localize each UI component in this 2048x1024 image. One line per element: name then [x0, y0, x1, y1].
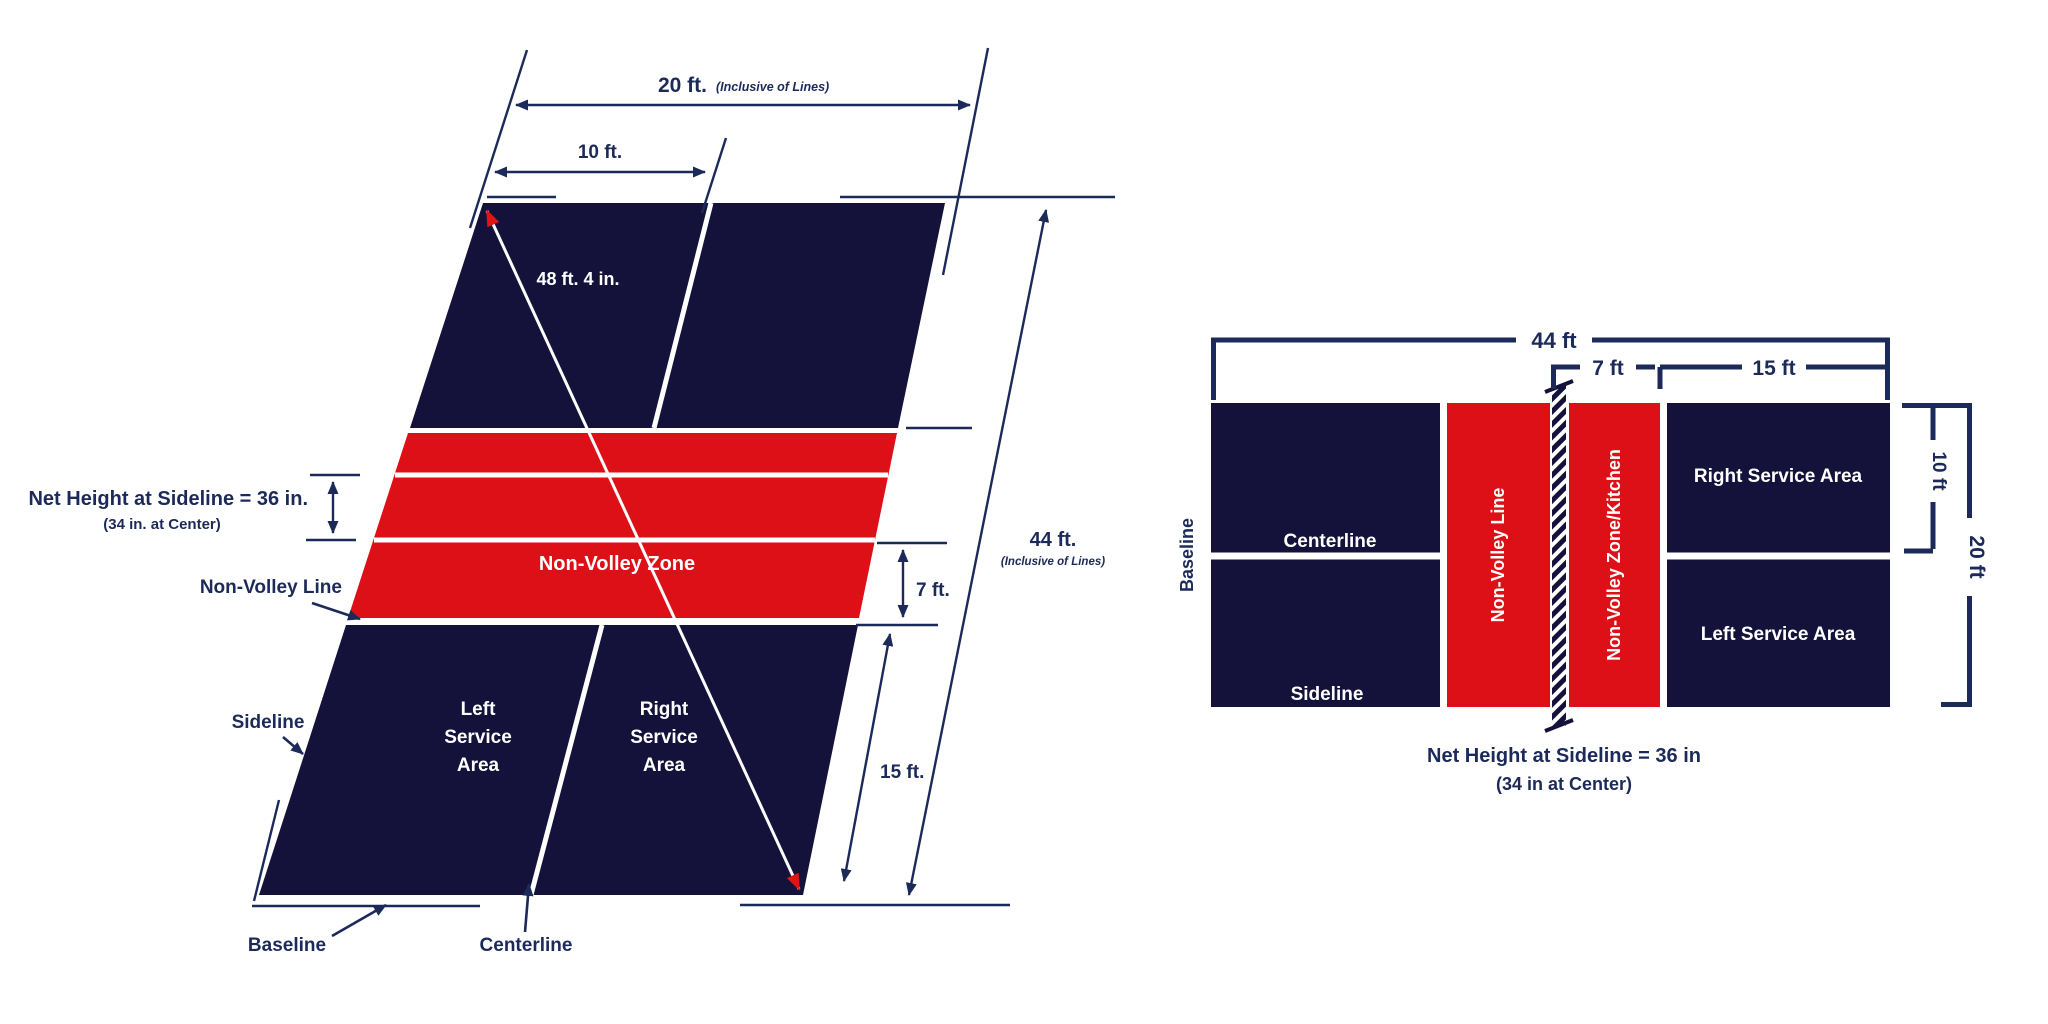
svg-text:Area: Area [643, 755, 686, 776]
net-bottom-cap [1544, 718, 1574, 733]
label-arrows [282, 601, 534, 938]
top-view-sideline-label: Sideline [1291, 684, 1364, 705]
diagonal-label: 48 ft. 4 in. [536, 269, 619, 289]
left-service-area-label: Left Service Area [444, 699, 512, 776]
top-view-nvz-right [1569, 403, 1660, 707]
top-view-brackets [1211, 337, 1972, 707]
dim-15ft-top-label: 15 ft [1752, 357, 1795, 380]
dim-7ft-top-label: 7 ft [1592, 357, 1624, 380]
top-view-nv-zone-label: Non-Volley Zone/Kitchen [1604, 449, 1624, 661]
baseline-label: Baseline [248, 935, 326, 956]
dim-20ft-note: (Inclusive of Lines) [716, 80, 829, 94]
top-view-baseline-label: Baseline [1177, 518, 1197, 592]
non-volley-zone-red [348, 433, 897, 618]
baseline-arrow [331, 903, 387, 938]
centerline-arrow [522, 883, 534, 933]
top-view-left-service-label: Left Service Area [1701, 624, 1856, 645]
net-height-label-1: Net Height at Sideline = 36 in. [28, 488, 308, 510]
dim-44ft-note: (Inclusive of Lines) [1001, 556, 1105, 568]
svg-text:Service: Service [444, 727, 512, 748]
non-volley-zone-label: Non-Volley Zone [539, 553, 695, 575]
top-view-centerline-label: Centerline [1284, 531, 1377, 552]
non-volley-line-label: Non-Volley Line [200, 577, 342, 598]
dim-20ft-side-label: 20 ft [1965, 535, 1988, 578]
dim-15ft-label: 15 ft. [880, 762, 924, 783]
dim-44ft-label: 44 ft. [1030, 529, 1077, 551]
centerline-label: Centerline [480, 935, 573, 956]
dim-44ft-top-label: 44 ft [1531, 328, 1577, 353]
dim-20ft-label: 20 ft. [658, 74, 707, 97]
svg-text:Right: Right [640, 699, 689, 720]
net-height-label-2: (34 in. at Center) [103, 516, 221, 533]
sideline-arrow [282, 736, 304, 755]
sideline-label: Sideline [232, 712, 305, 733]
net-top-cap [1544, 379, 1574, 394]
dimension-arrows [327, 99, 1050, 896]
dim-10ft-side-label: 10 ft [1928, 451, 1949, 491]
svg-text:Service: Service [630, 727, 698, 748]
top-view-right-service-label: Right Service Area [1694, 466, 1863, 487]
dim-44ft-arrow [905, 209, 1050, 896]
top-view-nv-line-label: Non-Volley Line [1488, 488, 1508, 623]
net-hatch-line [1552, 386, 1566, 726]
far-court-panel [410, 203, 945, 428]
diagonal-line [485, 209, 801, 891]
dim-15ft-arrow [840, 633, 894, 882]
near-court-panel [259, 625, 858, 895]
top-view: 44 ft 7 ft 15 ft 10 ft 20 ft Baseline Ce… [1177, 328, 1988, 794]
non-volley-line-arrow [311, 601, 361, 621]
top-view-net-height-2: (34 in at Center) [1496, 774, 1632, 794]
dim-10ft-label: 10 ft. [578, 142, 622, 163]
perspective-view: 20 ft. (Inclusive of Lines) 10 ft. 48 ft… [28, 47, 1115, 956]
right-service-area-label: Right Service Area [630, 699, 698, 776]
dim-7ft-label: 7 ft. [916, 580, 950, 601]
svg-text:Left: Left [461, 699, 497, 720]
top-view-nvz-left [1447, 403, 1550, 707]
top-view-net-height-1: Net Height at Sideline = 36 in [1427, 745, 1701, 767]
svg-text:Area: Area [457, 755, 500, 776]
